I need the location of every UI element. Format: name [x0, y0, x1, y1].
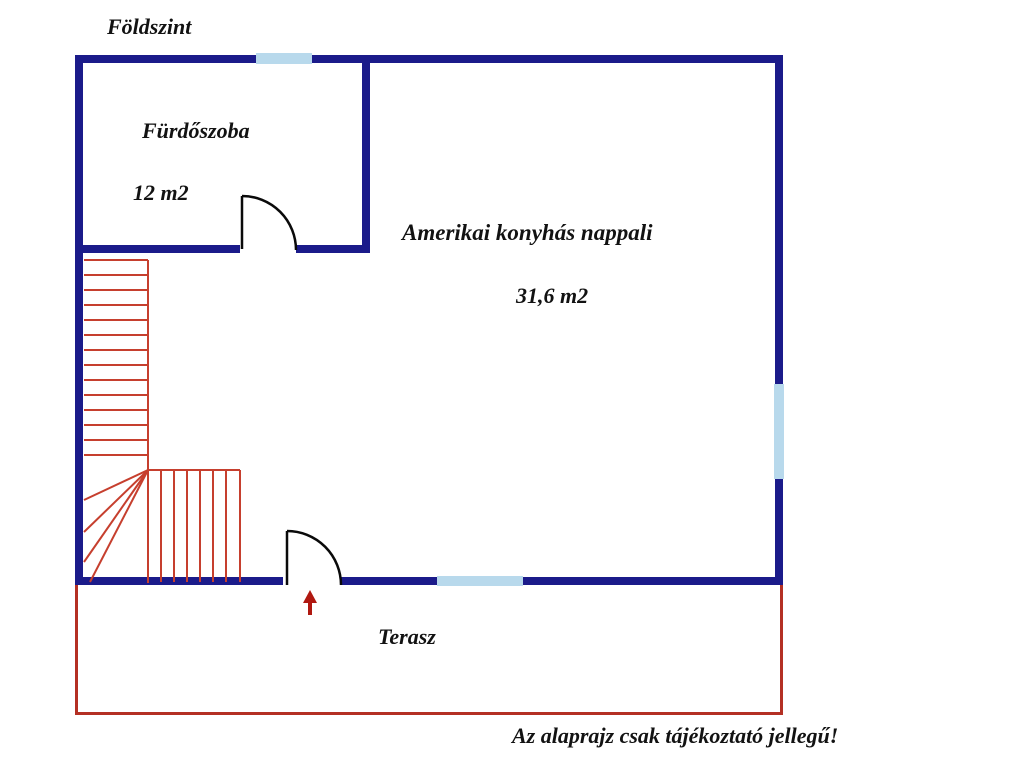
staircase	[83, 259, 241, 583]
entrance-door-opening	[283, 576, 341, 586]
bathroom-label: Fürdőszoba	[142, 118, 250, 143]
window-right	[774, 384, 784, 479]
living-room-area: 31,6 m2	[516, 283, 589, 308]
bathroom-area: 12 m2	[133, 180, 189, 205]
window-bottom	[437, 576, 523, 586]
window-top	[256, 53, 312, 64]
bathroom-door	[240, 194, 298, 251]
entrance-arrow	[303, 590, 317, 615]
disclaimer-text: Az alaprajz csak tájékoztató jellegű!	[512, 723, 839, 748]
terrace-label: Terasz	[378, 624, 436, 649]
bathroom-wall-horizontal-left	[75, 245, 240, 253]
exterior-walls	[75, 55, 783, 585]
living-room-label: Amerikai konyhás nappali	[402, 220, 653, 245]
plan-title: Földszint	[107, 14, 192, 39]
bathroom-wall-vertical	[362, 55, 370, 253]
entrance-door	[285, 529, 343, 586]
bathroom-wall-horizontal-right	[296, 245, 370, 253]
